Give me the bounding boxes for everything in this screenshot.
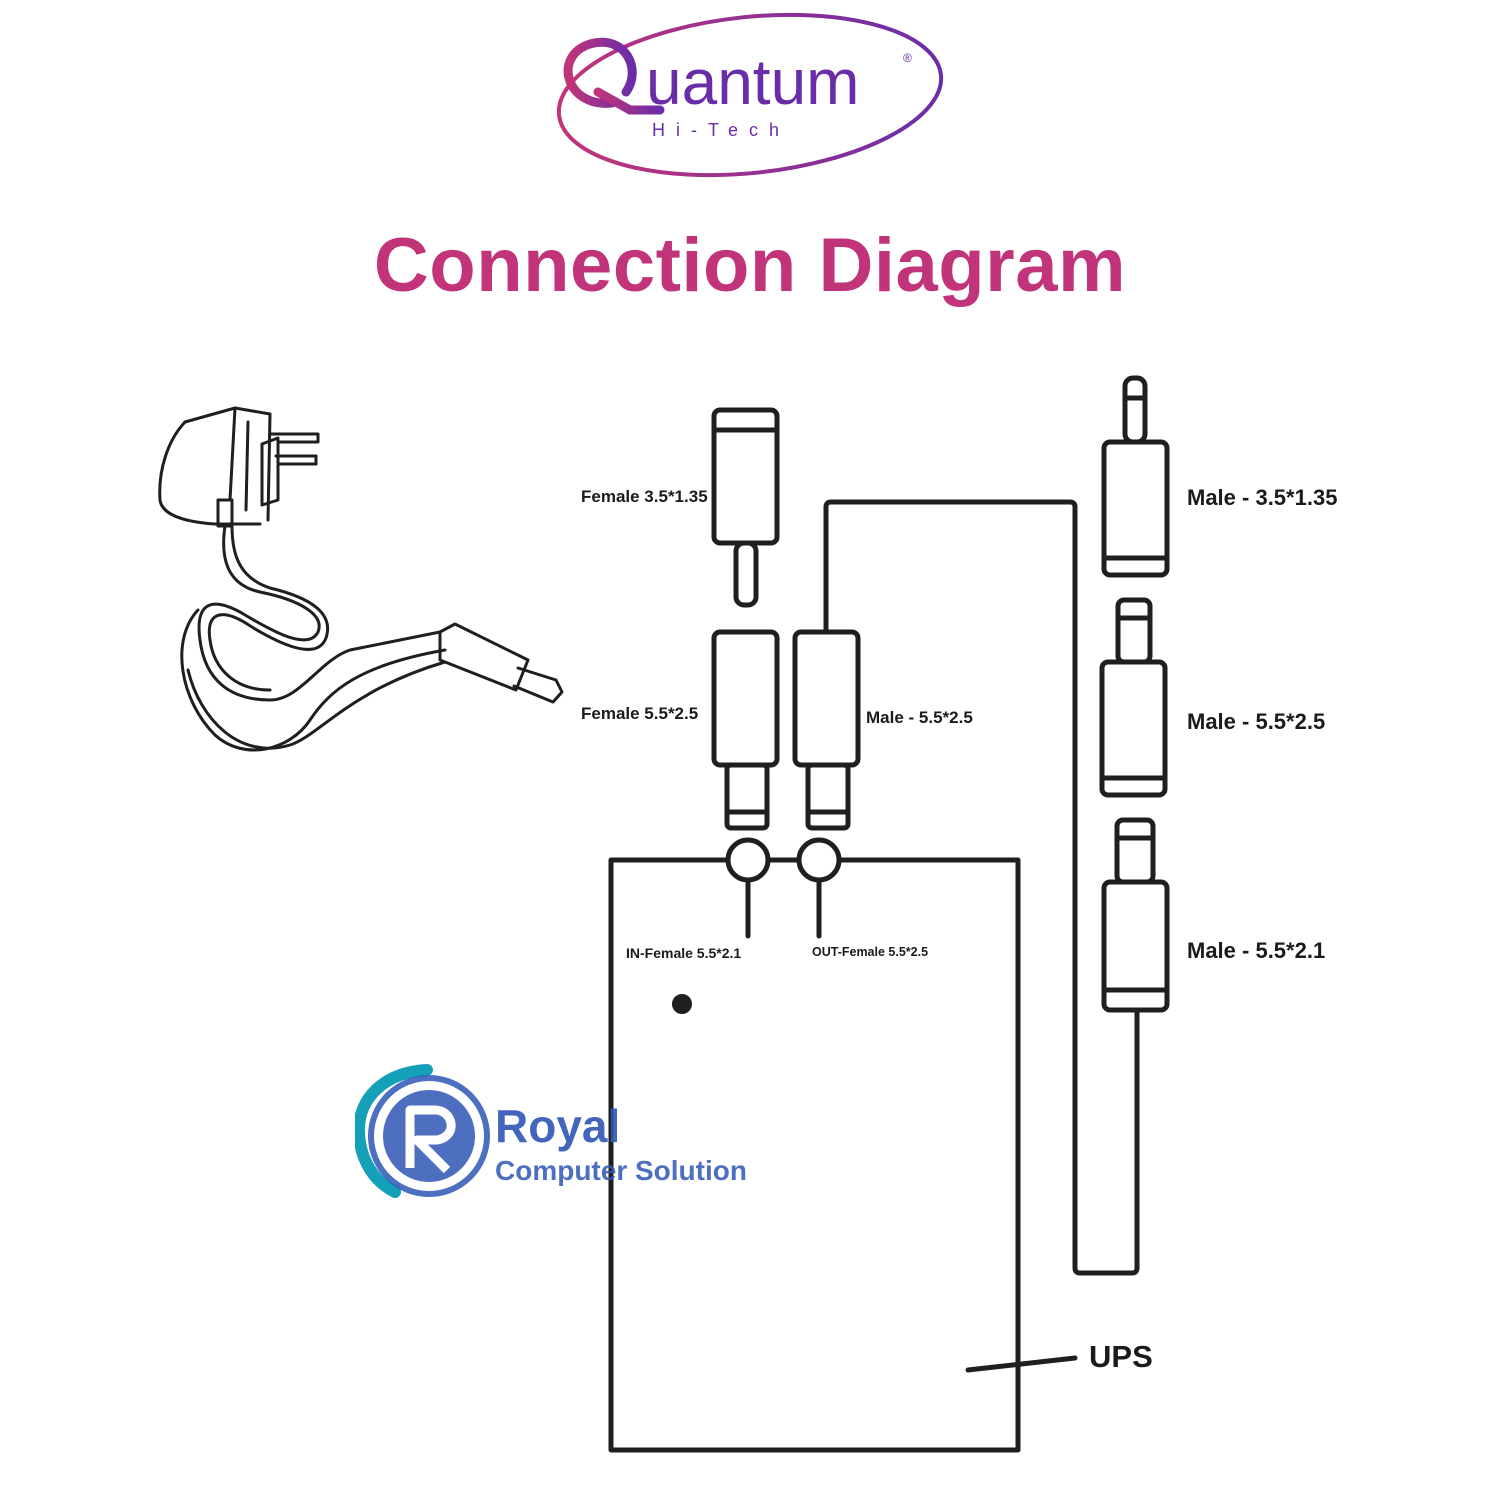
male-5-5-2-1-connector-icon bbox=[1101, 817, 1170, 1013]
label-male-5-5-right: Male - 5.5*2.5 bbox=[1187, 709, 1326, 734]
output-cable bbox=[823, 499, 1140, 1276]
label-male-3-5: Male - 3.5*1.35 bbox=[1187, 485, 1338, 510]
female-5-5-connector-icon bbox=[711, 629, 780, 831]
ups-leader-line bbox=[965, 1355, 1078, 1373]
label-female-3-5: Female 3.5*1.35 bbox=[581, 487, 708, 506]
royal-name: Royal bbox=[495, 1100, 620, 1152]
royal-subtitle: Computer Solution bbox=[495, 1155, 747, 1186]
label-ups: UPS bbox=[1089, 1339, 1153, 1374]
male-3-5-connector-icon bbox=[1101, 375, 1170, 578]
logo-swoosh bbox=[556, 12, 944, 178]
ups-indicator-led-icon bbox=[672, 994, 692, 1014]
male-5-5-right-connector-icon bbox=[1099, 597, 1168, 798]
label-female-5-5: Female 5.5*2.5 bbox=[581, 704, 699, 723]
quantum-logo: uantum Hi-Tech ® bbox=[556, 12, 944, 178]
label-ups-in-port: IN-Female 5.5*2.1 bbox=[626, 945, 742, 961]
ups-out-port-icon bbox=[796, 837, 842, 883]
label-ups-out-port: OUT-Female 5.5*2.5 bbox=[812, 945, 929, 959]
label-male-5-5-2-1: Male - 5.5*2.1 bbox=[1187, 938, 1326, 963]
q-letter-icon bbox=[563, 37, 665, 115]
male-5-5-center-connector-icon bbox=[792, 629, 861, 831]
female-3-5-connector-icon bbox=[711, 407, 780, 608]
logo-wordmark: uantum bbox=[646, 46, 859, 118]
logo-tagline: Hi-Tech bbox=[652, 120, 790, 140]
wall-adapter-icon bbox=[158, 406, 564, 752]
registered-mark: ® bbox=[903, 51, 912, 65]
label-male-5-5-center: Male - 5.5*2.5 bbox=[866, 708, 973, 727]
royal-watermark-logo: Royal Computer Solution bbox=[355, 1064, 747, 1198]
ups-in-port-icon bbox=[725, 837, 771, 883]
page-title: Connection Diagram bbox=[373, 223, 1127, 308]
